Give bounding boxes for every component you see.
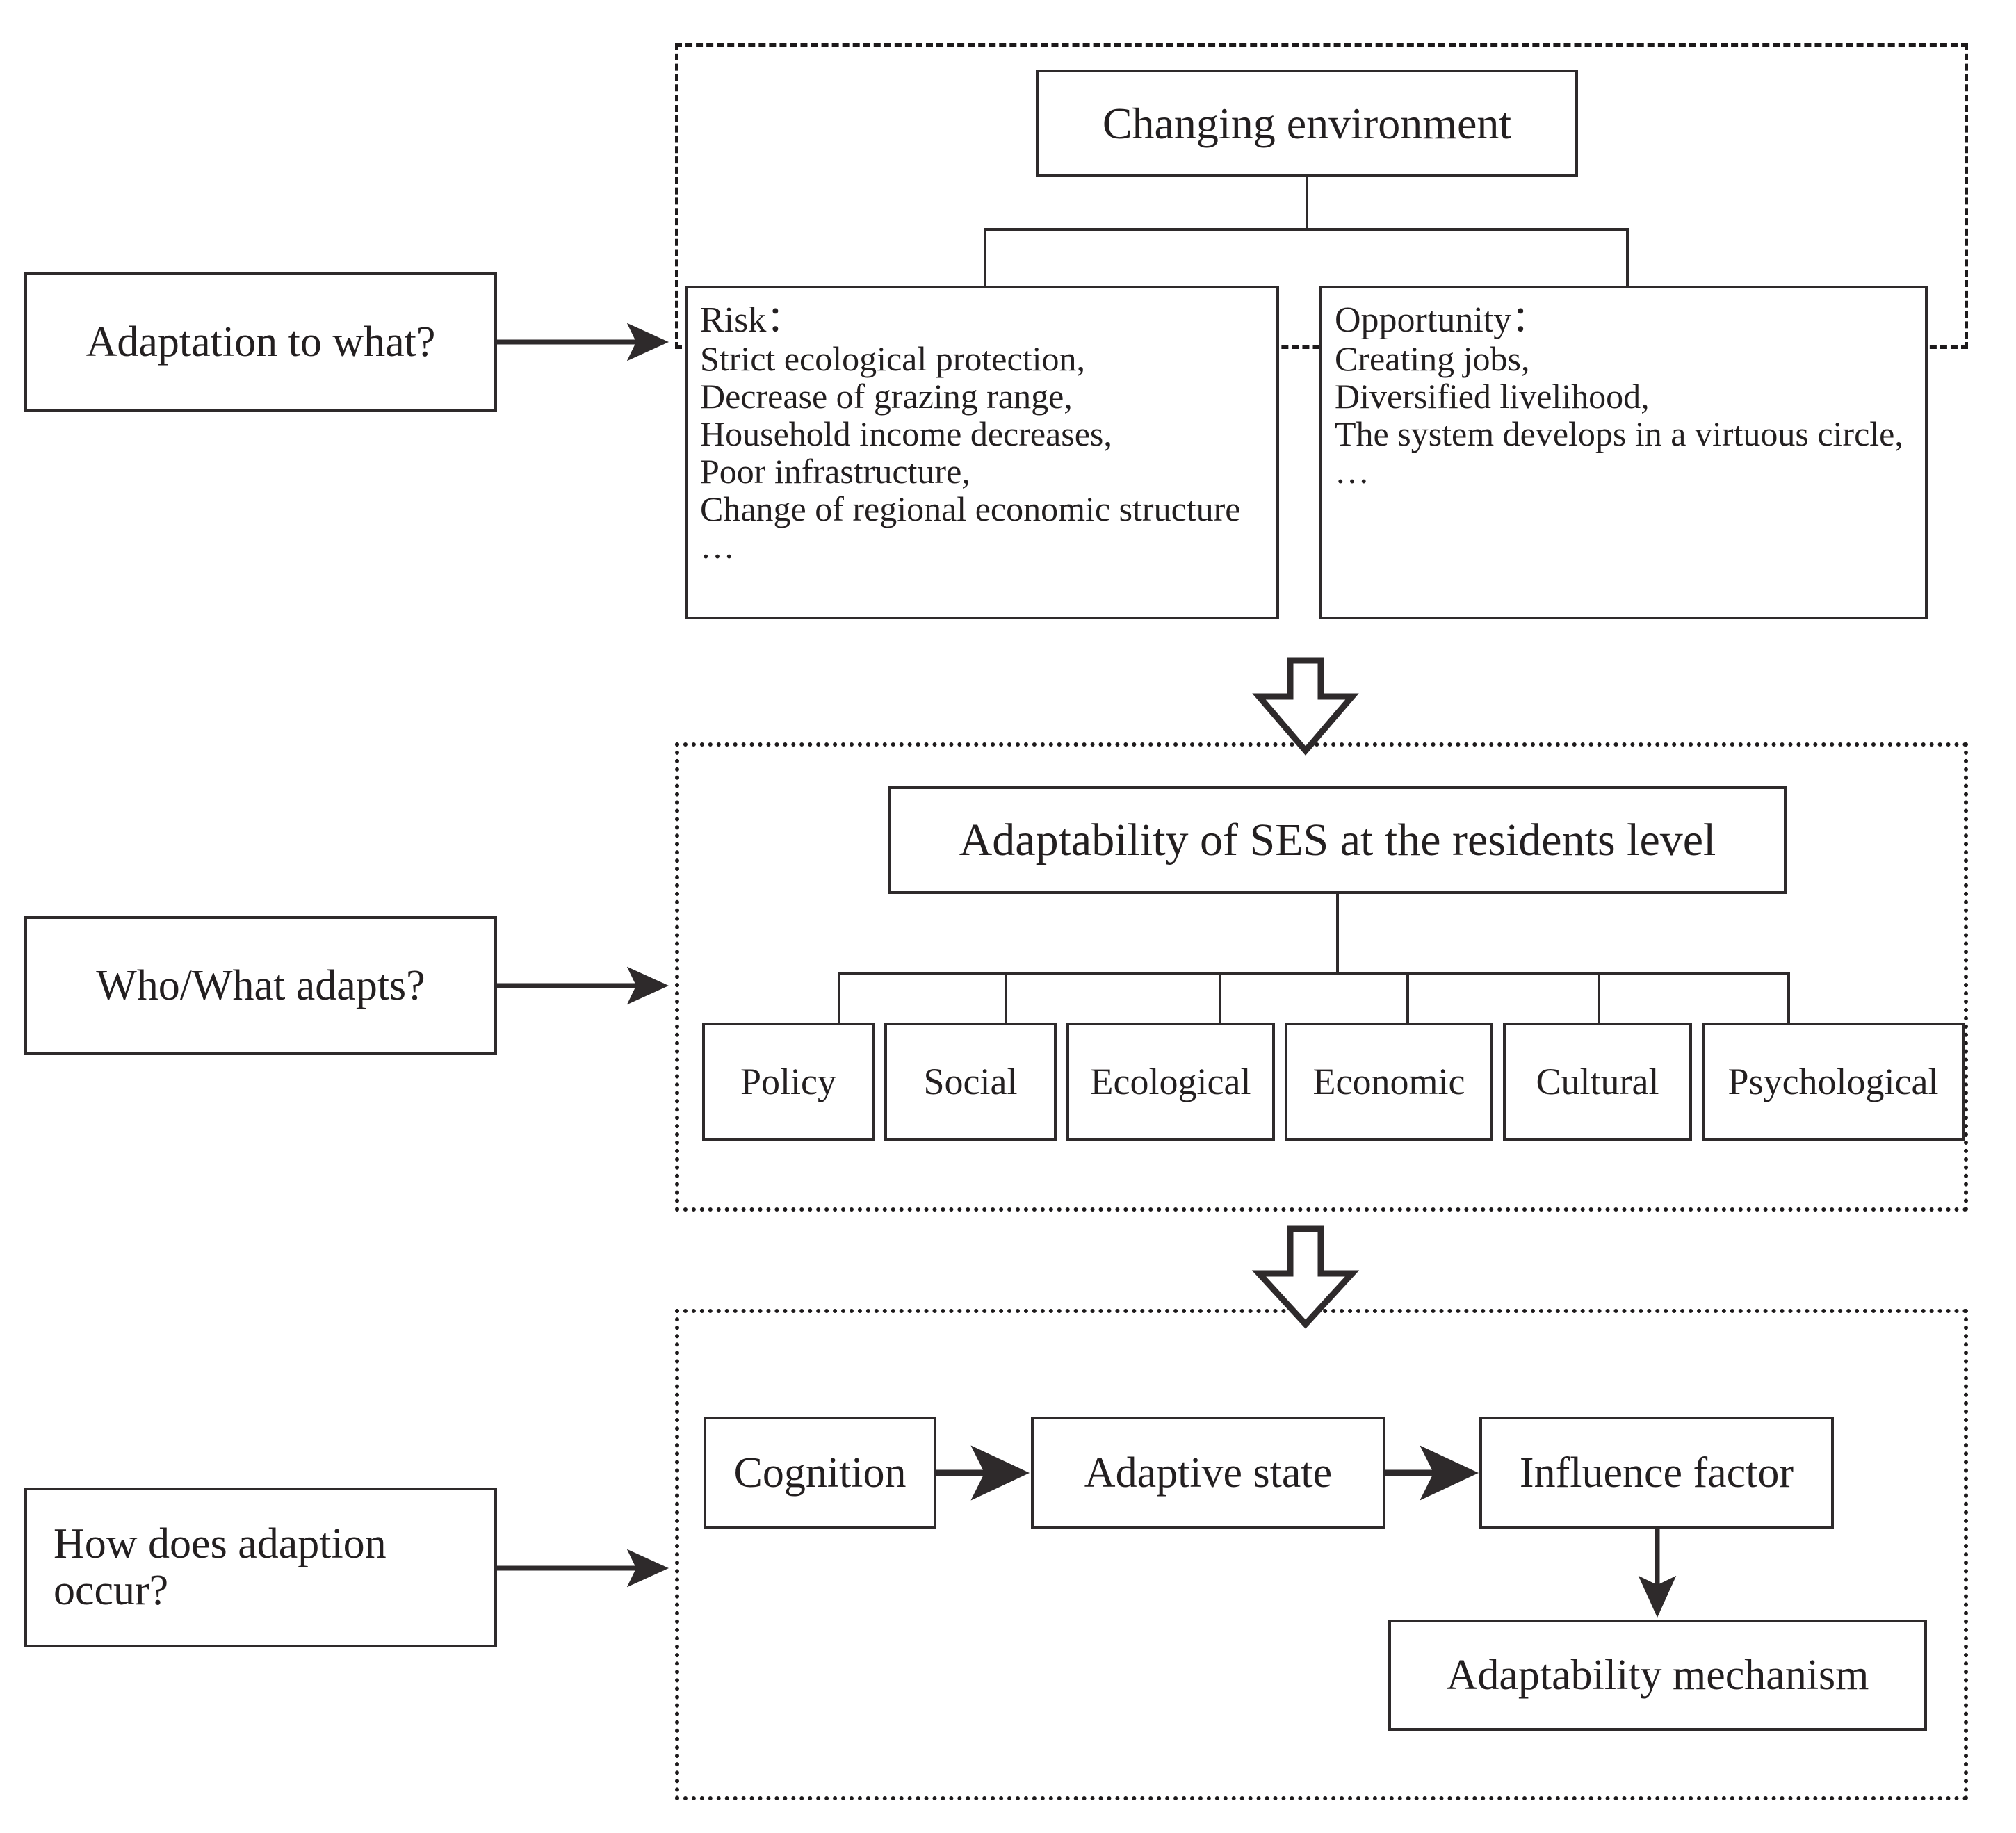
- dimension-box-cultural[interactable]: Cultural: [1503, 1023, 1692, 1141]
- opportunity-item-3: The system develops in a virtuous circle…: [1335, 414, 1903, 454]
- dimension-box-ecological[interactable]: Ecological: [1066, 1023, 1275, 1141]
- flow-box-influence-factor[interactable]: Influence factor: [1479, 1417, 1834, 1529]
- dimension-label-psychological: Psychological: [1728, 1060, 1939, 1102]
- connector-drop-social: [1005, 972, 1007, 1025]
- connector-ses-stem: [1336, 894, 1339, 974]
- changing-environment-box[interactable]: Changing environment: [1036, 70, 1578, 177]
- opportunity-item-1: Creating jobs,: [1335, 339, 1530, 379]
- connector-drop-policy: [838, 972, 840, 1025]
- connector-drop-psychological: [1787, 972, 1790, 1025]
- dimension-box-social[interactable]: Social: [884, 1023, 1057, 1141]
- connector-drop-ecological: [1219, 972, 1221, 1025]
- flow-box-adaptability-mechanism[interactable]: Adaptability mechanism: [1388, 1620, 1927, 1731]
- risk-item-3: Household income decreases,: [700, 414, 1112, 454]
- risk-item-5: Change of regional economic structure: [700, 489, 1241, 529]
- connector-changing-env-bus: [984, 228, 1629, 231]
- risk-box[interactable]: Risk： Strict ecological protection, Decr…: [685, 286, 1279, 619]
- connector-ses-bus: [838, 972, 1790, 975]
- risk-item-1: Strict ecological protection,: [700, 339, 1085, 379]
- opportunity-box[interactable]: Opportunity： Creating jobs, Diversified …: [1319, 286, 1928, 619]
- connector-drop-economic: [1406, 972, 1409, 1025]
- connector-drop-risk: [984, 228, 986, 287]
- opportunity-heading: Opportunity：: [1335, 300, 1548, 340]
- question-box-adaptation-to-what[interactable]: Adaptation to what?: [24, 272, 497, 412]
- flow-box-adaptive-state[interactable]: Adaptive state: [1031, 1417, 1385, 1529]
- dimension-label-economic: Economic: [1312, 1060, 1465, 1102]
- changing-environment-label: Changing environment: [1102, 98, 1512, 148]
- question-label-who-what-adapts: Who/What adapts?: [96, 961, 425, 1009]
- risk-item-4: Poor infrastructure,: [700, 452, 970, 491]
- dimension-label-cultural: Cultural: [1536, 1060, 1659, 1102]
- opportunity-content: Opportunity： Creating jobs, Diversified …: [1322, 288, 1913, 490]
- risk-heading: Risk：: [700, 300, 803, 340]
- flow-label-adaptive-state: Adaptive state: [1084, 1449, 1333, 1497]
- question-label-adaptation-to-what: Adaptation to what?: [86, 318, 436, 366]
- dimension-box-psychological[interactable]: Psychological: [1702, 1023, 1965, 1141]
- flow-label-influence-factor: Influence factor: [1519, 1449, 1794, 1497]
- connector-changing-env-stem: [1306, 177, 1308, 229]
- block-arrow-section1-to-section2: [1252, 657, 1359, 756]
- ses-title-label: Adaptability of SES at the residents lev…: [959, 814, 1716, 865]
- connector-drop-cultural: [1598, 972, 1600, 1025]
- dimension-label-social: Social: [923, 1060, 1018, 1102]
- flow-box-cognition[interactable]: Cognition: [704, 1417, 936, 1529]
- question-box-who-what-adapts[interactable]: Who/What adapts?: [24, 916, 497, 1055]
- risk-ellipsis: …: [700, 527, 739, 567]
- opportunity-item-2: Diversified livelihood,: [1335, 377, 1650, 416]
- risk-item-2: Decrease of grazing range,: [700, 377, 1073, 416]
- question-box-how-does-adaption-occur[interactable]: How does adaption occur?: [24, 1488, 497, 1647]
- opportunity-ellipsis: …: [1335, 452, 1374, 491]
- flow-label-adaptability-mechanism: Adaptability mechanism: [1446, 1651, 1869, 1699]
- connector-drop-opportunity: [1626, 228, 1629, 287]
- dimension-label-ecological: Ecological: [1090, 1060, 1251, 1102]
- dimension-box-economic[interactable]: Economic: [1285, 1023, 1493, 1141]
- question-label-how-does-adaption-occur: How does adaption occur?: [54, 1520, 387, 1614]
- risk-content: Risk： Strict ecological protection, Decr…: [688, 288, 1251, 565]
- ses-title-box[interactable]: Adaptability of SES at the residents lev…: [888, 786, 1787, 894]
- flow-label-cognition: Cognition: [733, 1449, 907, 1497]
- dimension-box-policy[interactable]: Policy: [702, 1023, 875, 1141]
- dimension-label-policy: Policy: [740, 1060, 836, 1102]
